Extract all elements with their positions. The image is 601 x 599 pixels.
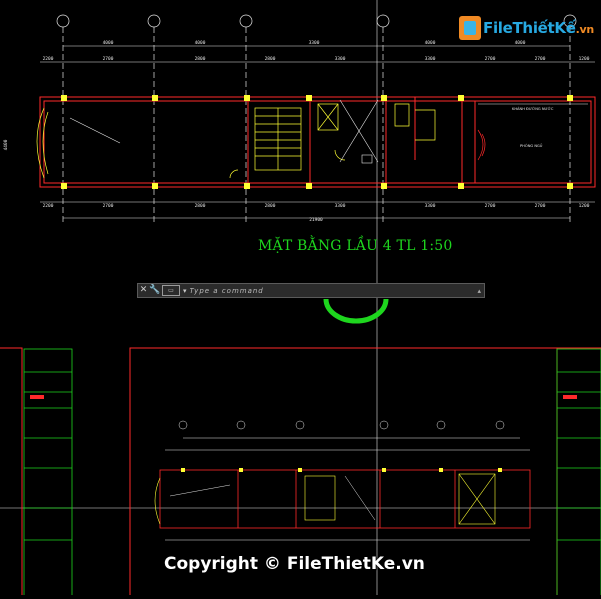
room-label-bedroom: PHÒNG NGỦ <box>520 143 543 148</box>
bay-window-right <box>477 129 486 161</box>
dim-top-4: 4000 <box>425 40 436 46</box>
dim-mid-6: 3300 <box>425 56 436 62</box>
dim-bot-4: 2800 <box>265 203 276 209</box>
dim-mid-4: 2800 <box>265 56 276 62</box>
logo-domain: .vn <box>575 23 595 36</box>
fixture-lines <box>69 99 588 164</box>
dim-mid-7: 2700 <box>485 56 496 62</box>
columns <box>61 95 573 189</box>
dim-bot-9: 1200 <box>579 203 590 209</box>
close-icon[interactable]: ✕ <box>139 285 148 295</box>
logo-text: FileThiếtKế <box>483 19 576 37</box>
logo-icon <box>459 16 481 40</box>
bay-window-left <box>36 107 49 179</box>
dimension-text: 4000 4000 3300 4000 4000 2200 2700 2800 … <box>3 40 590 223</box>
dim-top-3: 3300 <box>309 40 320 46</box>
dim-bot-5: 3300 <box>335 203 346 209</box>
dim-top-5: 4000 <box>515 40 526 46</box>
dim-side: 4400 <box>3 139 9 150</box>
lower-plan-grid <box>165 420 530 541</box>
room-label-kitchen: KHÁNH ĐƯỜNG NƯỚC <box>512 106 554 111</box>
dim-mid-9: 1200 <box>579 56 590 62</box>
copyright-watermark: Copyright © FileThietKe.vn <box>164 554 425 574</box>
drawing-title: MẶT BẰNG LẦU 4 TL 1:50 <box>258 238 453 254</box>
dim-mid-5: 3300 <box>335 56 346 62</box>
title-block-red-marks <box>30 395 577 399</box>
dim-bot-2: 2700 <box>103 203 114 209</box>
lower-plan-walls <box>159 469 531 529</box>
lower-plan-columns <box>181 468 502 472</box>
building-walls <box>39 96 596 188</box>
dim-bot-3: 2800 <box>195 203 206 209</box>
command-input[interactable] <box>189 284 478 297</box>
dim-bot-1: 2200 <box>43 203 54 209</box>
lower-plan-details <box>154 473 496 525</box>
dim-total: 21900 <box>309 217 323 223</box>
dimension-lines-top <box>40 45 595 219</box>
dim-bot-7: 2700 <box>485 203 496 209</box>
command-line-bar[interactable]: ✕ 🔧 ▭ ▾ ▴ <box>137 283 485 298</box>
wrench-icon[interactable]: 🔧 <box>149 285 161 295</box>
dim-mid-3: 2800 <box>195 56 206 62</box>
command-prompt-icon[interactable]: ▭ <box>162 285 180 296</box>
filethietke-logo: FileThiếtKế.vn <box>459 14 594 42</box>
dim-bot-8: 2700 <box>535 203 546 209</box>
dim-top-2: 4000 <box>195 40 206 46</box>
stair-detail <box>229 103 436 179</box>
dim-bot-6: 3300 <box>425 203 436 209</box>
axis-bubbles-top <box>56 14 577 223</box>
dim-mid-2: 2700 <box>103 56 114 62</box>
lower-plan-lines <box>169 475 376 521</box>
green-arc <box>323 298 389 324</box>
dim-top-1: 4000 <box>103 40 114 46</box>
chevron-down-icon[interactable]: ▾ <box>183 286 187 295</box>
room-labels: KHÁNH ĐƯỜNG NƯỚC PHÒNG NGỦ <box>512 106 554 148</box>
dim-mid-8: 2700 <box>535 56 546 62</box>
dim-mid-1: 2200 <box>43 56 54 62</box>
title-blocks <box>23 348 601 599</box>
command-history-icon[interactable]: ▴ <box>477 286 481 295</box>
